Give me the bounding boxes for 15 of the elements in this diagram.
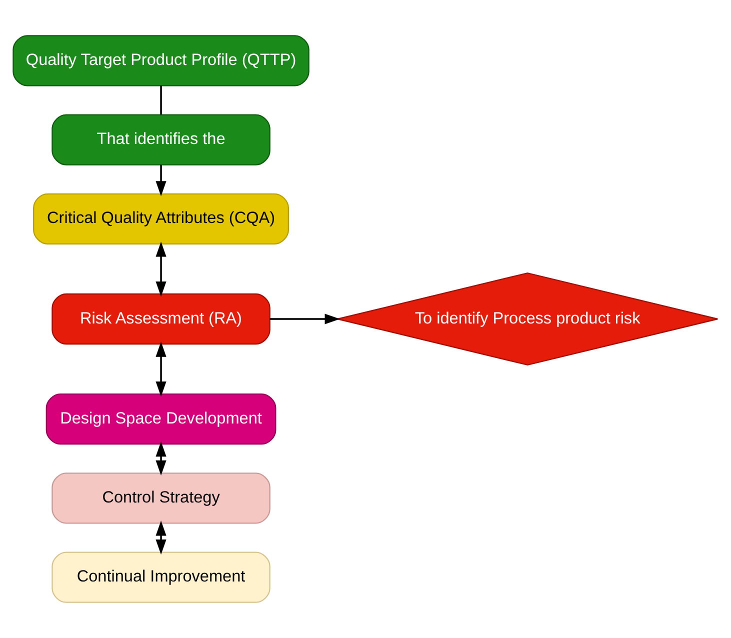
node-box: Critical Quality Attributes (CQA)	[33, 193, 290, 245]
node-box: Quality Target Product Profile (QTTP)	[12, 35, 310, 86]
node-box: Continual Improvement	[52, 552, 270, 603]
arrow	[270, 314, 340, 324]
node-box: Design Space Development	[46, 393, 276, 445]
connector	[160, 86, 162, 114]
arrow	[156, 342, 166, 397]
arrow	[156, 164, 166, 196]
arrow	[156, 441, 166, 476]
node-box: That identifies the	[52, 114, 270, 166]
node-box: Control Strategy	[52, 472, 270, 524]
arrow	[156, 520, 166, 555]
node-box: Risk Assessment (RA)	[52, 293, 270, 345]
node-diamond: To identify Process product risk	[336, 272, 718, 366]
arrow	[156, 242, 166, 297]
